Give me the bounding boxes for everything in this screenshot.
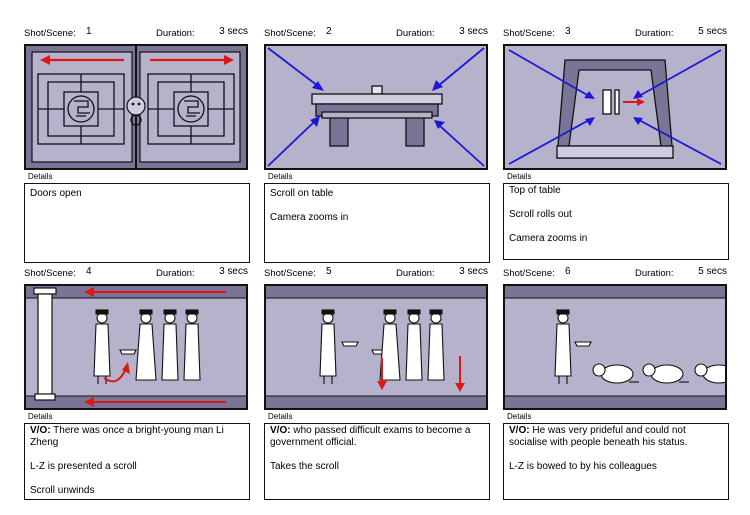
duration-label: Duration: xyxy=(635,28,674,39)
panel-frame xyxy=(503,44,727,170)
bowing-illustration xyxy=(505,286,725,408)
shot-scene-label: Shot/Scene: xyxy=(264,268,316,279)
details-box: V/O: He was very prideful and could not … xyxy=(503,423,729,500)
panel-header: Shot/Scene: 1 Duration: 3 secs xyxy=(24,26,248,42)
shot-number: 2 xyxy=(326,26,332,37)
duration-label: Duration: xyxy=(635,268,674,279)
panel-header: Shot/Scene: 3 Duration: 5 secs xyxy=(503,26,727,42)
detail-line: Doors open xyxy=(30,188,82,199)
voice-over-line: V/O: who passed difficult exams to becom… xyxy=(270,425,484,449)
shot-scene-label: Shot/Scene: xyxy=(503,28,555,39)
shot-number: 6 xyxy=(565,266,571,277)
storyboard-panel-1: Shot/Scene: 1 Duration: 3 secs xyxy=(24,26,250,263)
shot-number: 4 xyxy=(86,266,92,277)
shot-number: 3 xyxy=(565,26,571,37)
panel-frame xyxy=(24,284,248,410)
details-box: Doors open xyxy=(24,183,250,263)
panel-frame xyxy=(503,284,727,410)
detail-line: L-Z is bowed to by his colleagues xyxy=(509,461,657,472)
panel-header: Shot/Scene: 5 Duration: 3 secs xyxy=(264,266,488,282)
duration-label: Duration: xyxy=(156,268,195,279)
details-label: Details xyxy=(268,172,293,181)
shot-scene-label: Shot/Scene: xyxy=(24,28,76,39)
duration-value: 3 secs xyxy=(459,266,488,277)
vo-text: He was very prideful and could not socia… xyxy=(509,425,688,448)
table-illustration xyxy=(267,47,485,167)
panel-header: Shot/Scene: 2 Duration: 3 secs xyxy=(264,26,488,42)
duration-label: Duration: xyxy=(156,28,195,39)
detail-line: Scroll rolls out xyxy=(509,209,572,220)
panel-header: Shot/Scene: 6 Duration: 5 secs xyxy=(503,266,727,282)
duration-value: 3 secs xyxy=(219,266,248,277)
storyboard-panel-2: Shot/Scene: 2 Duration: 3 secs xyxy=(264,26,490,263)
shot-scene-label: Shot/Scene: xyxy=(264,28,316,39)
shot-number: 5 xyxy=(326,266,332,277)
detail-line: L-Z is presented a scroll xyxy=(30,461,137,472)
details-box: Scroll on table Camera zooms in xyxy=(264,183,490,263)
details-box: V/O: There was once a bright-young man L… xyxy=(24,423,250,500)
detail-line: Camera zooms in xyxy=(270,212,349,223)
vo-label: V/O: xyxy=(30,425,51,436)
table-top-illustration xyxy=(508,49,722,165)
shot-scene-label: Shot/Scene: xyxy=(24,268,76,279)
details-label: Details xyxy=(28,172,53,181)
details-box: Top of table Scroll rolls out Camera zoo… xyxy=(503,183,729,260)
details-label: Details xyxy=(507,412,532,421)
duration-label: Duration: xyxy=(396,268,435,279)
details-label: Details xyxy=(28,412,53,421)
duration-label: Duration: xyxy=(396,28,435,39)
duration-value: 5 secs xyxy=(698,26,727,37)
vo-label: V/O: xyxy=(270,425,291,436)
details-box: V/O: who passed difficult exams to becom… xyxy=(264,423,490,500)
detail-line: Takes the scroll xyxy=(270,461,339,472)
storyboard-panel-5: Shot/Scene: 5 Duration: 3 secs xyxy=(264,266,490,500)
detail-line: Top of table xyxy=(509,185,561,196)
duration-value: 5 secs xyxy=(698,266,727,277)
doors-illustration xyxy=(26,46,246,168)
details-label: Details xyxy=(268,412,293,421)
shot-number: 1 xyxy=(86,26,92,37)
duration-value: 3 secs xyxy=(219,26,248,37)
duration-value: 3 secs xyxy=(459,26,488,37)
storyboard-panel-4: Shot/Scene: 4 Duration: 3 secs xyxy=(24,266,250,500)
storyboard-panel-3: Shot/Scene: 3 Duration: 5 secs xyxy=(503,26,729,260)
take-scroll-illustration xyxy=(266,286,486,408)
storyboard-panel-6: Shot/Scene: 6 Duration: 5 secs xyxy=(503,266,729,500)
detail-line: Scroll unwinds xyxy=(30,485,95,496)
panel-frame xyxy=(264,284,488,410)
scroll-presentation-illustration xyxy=(26,286,246,408)
voice-over-line: V/O: There was once a bright-young man L… xyxy=(30,425,244,449)
shot-scene-label: Shot/Scene: xyxy=(503,268,555,279)
vo-label: V/O: xyxy=(509,425,530,436)
panel-frame xyxy=(264,44,488,170)
vo-text: There was once a bright-young man Li Zhe… xyxy=(30,425,224,448)
voice-over-line: V/O: He was very prideful and could not … xyxy=(509,425,723,449)
details-label: Details xyxy=(507,172,532,181)
vo-text: who passed difficult exams to become a g… xyxy=(270,425,471,448)
panel-frame xyxy=(24,44,248,170)
detail-line: Camera zooms in xyxy=(509,233,588,244)
panel-header: Shot/Scene: 4 Duration: 3 secs xyxy=(24,266,248,282)
detail-line: Scroll on table xyxy=(270,188,334,199)
